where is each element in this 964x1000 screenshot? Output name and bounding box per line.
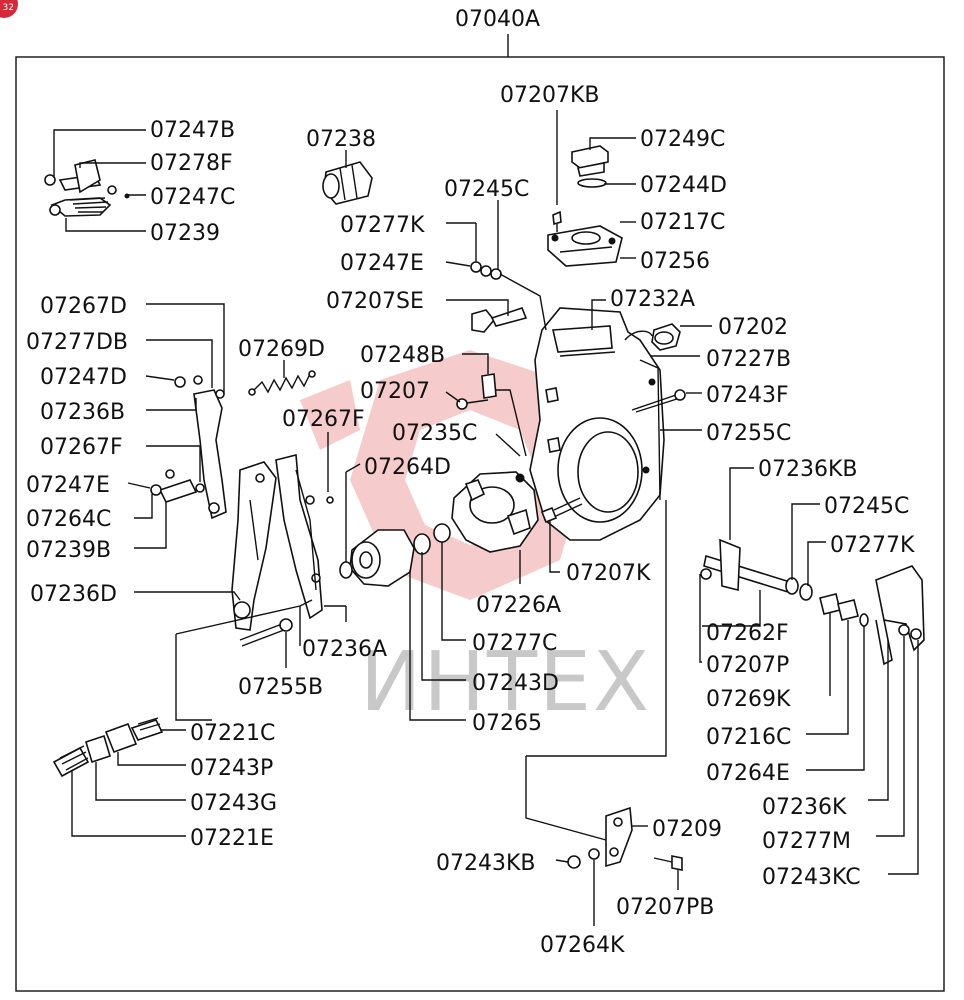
callout-07243KC: 07243KC <box>762 865 861 890</box>
callout-07243G: 07243G <box>190 791 277 816</box>
callout-07262F: 07262F <box>706 621 789 646</box>
plug-07202-part <box>624 323 681 351</box>
watermark-text: ИНТЕХ <box>360 635 651 730</box>
sleeve-07238-part <box>322 161 373 205</box>
callout-07269K: 07269K <box>706 687 791 712</box>
leader-lines <box>53 110 919 926</box>
callout-07243D: 07243D <box>472 671 559 696</box>
top-left-linkage-part <box>44 159 130 217</box>
callout-07243F: 07243F <box>706 383 789 408</box>
callout-07236KB: 07236KB <box>758 457 858 482</box>
callout-07207: 07207 <box>360 379 430 404</box>
callout-07221C: 07221C <box>190 721 275 746</box>
callout-07217C: 07217C <box>640 210 725 235</box>
flyweight-07226A-part <box>451 471 539 553</box>
callout-07236K: 07236K <box>762 795 847 820</box>
callout-07226A: 07226A <box>476 593 561 618</box>
callout-07245C-top: 07245C <box>444 177 529 202</box>
callout-07221E: 07221E <box>190 826 274 851</box>
callout-07247E-top: 07247E <box>340 251 424 276</box>
callout-07248B: 07248B <box>360 343 445 368</box>
callout-07264C: 07264C <box>26 507 111 532</box>
callout-07244D: 07244D <box>640 173 727 198</box>
callout-07239: 07239 <box>150 221 220 246</box>
callout-07202: 07202 <box>718 315 788 340</box>
callout-07238: 07238 <box>306 127 376 152</box>
callout-07277DB: 07277DB <box>26 330 128 355</box>
callout-07232A: 07232A <box>610 287 695 312</box>
callout-07207P: 07207P <box>706 653 789 678</box>
cover-plate-part <box>547 210 623 267</box>
callout-07255B: 07255B <box>238 675 323 700</box>
callout-07227B: 07227B <box>706 347 791 372</box>
callout-07264E: 07264E <box>706 761 790 786</box>
screw-07255C-part <box>631 389 686 413</box>
lever-07236D-part <box>231 461 277 631</box>
assembly-label: 07040A <box>455 7 540 32</box>
bolt-07207K-part <box>540 497 583 524</box>
callout-07207K: 07207K <box>566 561 651 586</box>
callout-07247B: 07247B <box>150 118 235 143</box>
callout-07277M: 07277M <box>762 829 851 854</box>
assembly-frame <box>15 56 945 992</box>
screw-07255B-part <box>239 618 293 647</box>
callout-07207KB: 07207KB <box>500 83 600 108</box>
callout-07269D: 07269D <box>238 337 325 362</box>
callout-07264D: 07264D <box>364 455 451 480</box>
callout-07256: 07256 <box>640 249 710 274</box>
callout-07267D: 07267D <box>40 294 127 319</box>
callout-07236D: 07236D <box>30 582 117 607</box>
callout-07239B: 07239B <box>26 538 111 563</box>
callout-07236B: 07236B <box>40 400 125 425</box>
callout-07236A: 07236A <box>302 637 387 662</box>
callout-07278F: 07278F <box>150 151 233 176</box>
callout-07264K: 07264K <box>540 933 625 958</box>
callout-07247C: 07247C <box>150 185 235 210</box>
callout-07277C: 07277C <box>472 631 557 656</box>
spring-07269D-part <box>248 370 316 396</box>
callout-07267F-left: 07267F <box>40 435 123 460</box>
callout-07243KB: 07243KB <box>436 851 536 876</box>
callout-07247D: 07247D <box>40 365 127 390</box>
callout-07216C: 07216C <box>706 725 791 750</box>
callout-07255C: 07255C <box>706 421 791 446</box>
callout-labels: 07247B 07278F 07247C 07239 07238 07207KB… <box>26 83 915 958</box>
callout-07209: 07209 <box>652 817 722 842</box>
page-badge-number: 32 <box>2 3 14 13</box>
callout-07277K-right: 07277K <box>830 533 915 558</box>
cable-end-part <box>52 717 164 778</box>
callout-07267F-mid: 07267F <box>282 407 365 432</box>
callout-07265: 07265 <box>472 711 542 736</box>
cap-07249C-part <box>571 145 609 188</box>
callout-07243P: 07243P <box>190 756 273 781</box>
page-badge: 32 <box>0 0 18 18</box>
drum-07265-part <box>326 496 451 587</box>
cover-07236K-part <box>875 565 925 666</box>
callout-07207SE: 07207SE <box>326 289 424 314</box>
shaft-07262F-part <box>700 538 869 627</box>
lever-07236A-part <box>275 453 323 620</box>
callout-07207PB: 07207PB <box>616 895 714 920</box>
callout-07277K-top: 07277K <box>340 213 425 238</box>
bolt-07207SE-part <box>471 307 528 333</box>
callout-07249C: 07249C <box>640 127 725 152</box>
lever-07236B-part <box>150 375 227 520</box>
governor-housing-part <box>529 307 665 541</box>
callout-07247E-left: 07247E <box>26 473 110 498</box>
callout-07235C: 07235C <box>392 421 477 446</box>
callout-07245C-right: 07245C <box>824 494 909 519</box>
bracket-07209-part <box>567 806 683 871</box>
washers-top-part <box>470 261 502 280</box>
